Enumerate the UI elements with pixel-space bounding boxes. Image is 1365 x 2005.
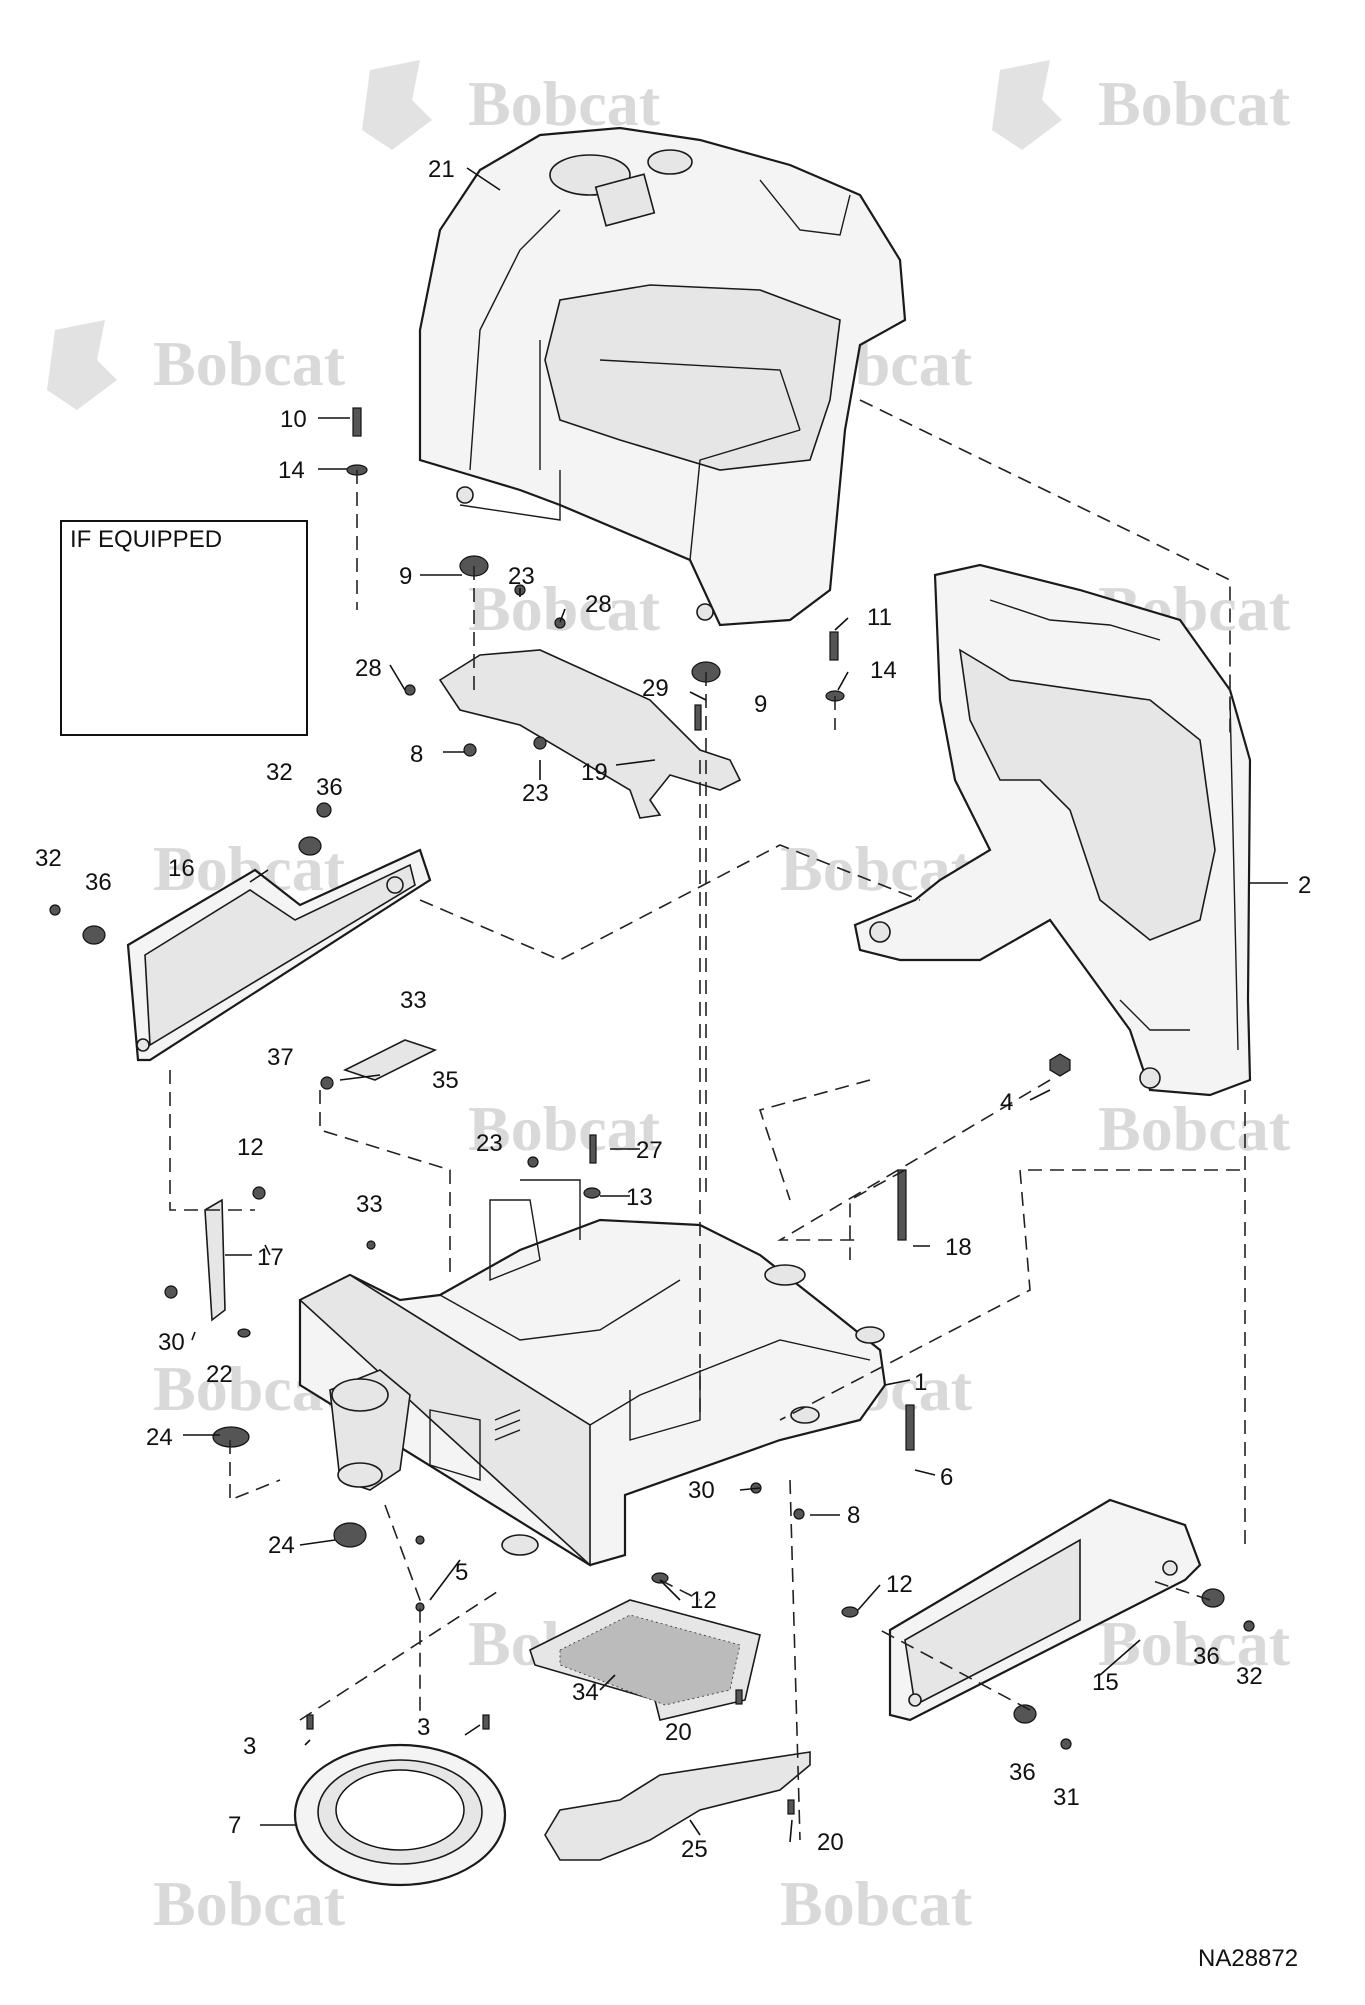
bobcat-logo-icon — [992, 60, 1062, 150]
callout-label: 21 — [428, 156, 455, 183]
callout-label: 3 — [417, 1714, 430, 1741]
watermark-text: Bobcat — [468, 68, 661, 139]
callout-label: 14 — [870, 657, 897, 684]
part-side-shell — [853, 563, 1252, 1097]
callout-label: 27 — [636, 1137, 663, 1164]
callout-labels: 21 10 14 9 23 28 28 8 23 19 29 9 11 14 2… — [35, 156, 1311, 1863]
callout-label: 12 — [690, 1587, 717, 1614]
assembly-lines — [169, 399, 1246, 1841]
watermark-text: Bobcat — [153, 1868, 346, 1939]
part-upper-shell — [418, 126, 907, 627]
watermark-text: Bobcat — [468, 573, 661, 644]
callout-label: 1 — [914, 1369, 927, 1396]
callout-label: 24 — [268, 1532, 295, 1559]
callout-label: 20 — [817, 1829, 844, 1856]
callout-label: 4 — [1000, 1089, 1013, 1116]
if-equipped-inset: IF EQUIPPED — [60, 520, 308, 736]
callout-label: 12 — [237, 1134, 264, 1161]
callout-label: 30 — [158, 1329, 185, 1356]
callout-label: 31 — [1053, 1784, 1080, 1811]
callout-label: 30 — [688, 1477, 715, 1504]
callout-label: 33 — [400, 987, 427, 1014]
callout-label: 14 — [278, 457, 305, 484]
callout-label: 29 — [642, 675, 669, 702]
part-left-panel — [126, 848, 432, 1062]
part-bracket-19 — [438, 649, 742, 819]
inset-title: IF EQUIPPED — [70, 526, 223, 553]
callout-label: 25 — [681, 1836, 708, 1863]
part-bottom-plate — [544, 1751, 811, 1861]
callout-label: 6 — [940, 1464, 953, 1491]
callout-label: 20 — [665, 1719, 692, 1746]
callout-label: 32 — [35, 845, 62, 872]
callout-label: 8 — [847, 1502, 860, 1529]
watermark-text: Bobcat — [153, 328, 346, 399]
callout-label: 34 — [572, 1679, 599, 1706]
callout-label: 9 — [754, 691, 767, 718]
part-perforated-plate — [529, 1599, 761, 1721]
callout-label: 8 — [410, 741, 423, 768]
bobcat-logo-icon — [362, 60, 432, 150]
part-slew-ring — [293, 1743, 507, 1887]
callout-label: 2 — [1298, 872, 1311, 899]
watermark-text: Bobcat — [1098, 68, 1291, 139]
callout-label: 11 — [867, 604, 892, 631]
watermark-text: Bobcat — [468, 1093, 661, 1164]
callout-label: 23 — [522, 780, 549, 807]
part-main-frame — [298, 1179, 887, 1567]
watermark-text: Bobcat — [1098, 1093, 1291, 1164]
watermark-text: Bobcat — [1098, 1608, 1291, 1679]
callout-label: 37 — [267, 1044, 294, 1071]
callout-label: 16 — [168, 855, 195, 882]
hardware-layer — [49, 407, 1255, 1815]
callout-label: 17 — [257, 1244, 284, 1271]
part-rear-panel — [888, 1498, 1202, 1722]
callout-label: 18 — [945, 1234, 972, 1261]
watermark-text: Bobcat — [780, 1868, 973, 1939]
callout-label: 28 — [585, 591, 612, 618]
callout-label: 36 — [85, 869, 112, 896]
drawing-number: NA28872 — [1198, 1945, 1299, 1972]
callout-label: 7 — [228, 1812, 241, 1839]
callout-label: 19 — [581, 759, 608, 786]
callout-label: 23 — [476, 1130, 503, 1157]
callout-label: 23 — [508, 563, 535, 590]
callout-label: 32 — [266, 759, 293, 786]
callout-label: 13 — [626, 1184, 653, 1211]
callout-label: 12 — [886, 1571, 913, 1598]
callout-label: 36 — [1193, 1643, 1220, 1670]
callout-label: 28 — [355, 655, 382, 682]
callout-label: 32 — [1236, 1663, 1263, 1690]
callout-label: 22 — [206, 1361, 233, 1388]
callout-label: 3 — [243, 1733, 256, 1760]
callout-label: 10 — [280, 406, 307, 433]
callout-label: 15 — [1092, 1669, 1119, 1696]
callout-label: 36 — [316, 774, 343, 801]
callout-label: 9 — [399, 563, 412, 590]
callout-label: 5 — [455, 1559, 468, 1586]
callout-label: 33 — [356, 1191, 383, 1218]
callout-label: 36 — [1009, 1759, 1036, 1786]
callout-label: 24 — [146, 1424, 173, 1451]
bobcat-logo-icon — [47, 320, 117, 410]
callout-label: 35 — [432, 1067, 459, 1094]
